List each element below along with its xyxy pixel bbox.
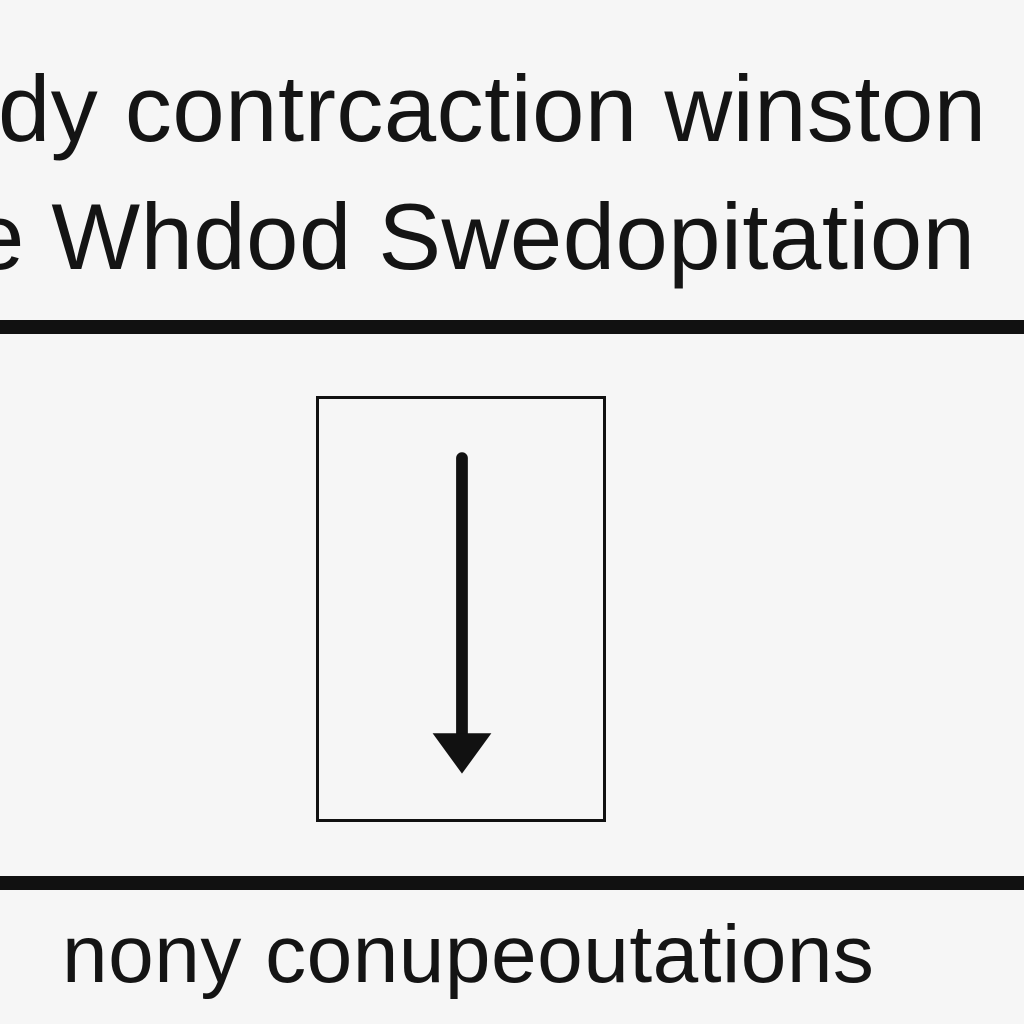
header-text-line-1: dy contrcaction winston [0, 56, 987, 161]
bottom-divider [0, 876, 1024, 890]
arrow-head [432, 733, 492, 774]
diagram-box [316, 396, 606, 822]
footer-text: nony conupeoutations [62, 909, 875, 1000]
top-divider [0, 320, 1024, 334]
down-arrow-icon [432, 452, 492, 774]
header-text-line-2: e Whdod Swedopitation [0, 184, 976, 289]
